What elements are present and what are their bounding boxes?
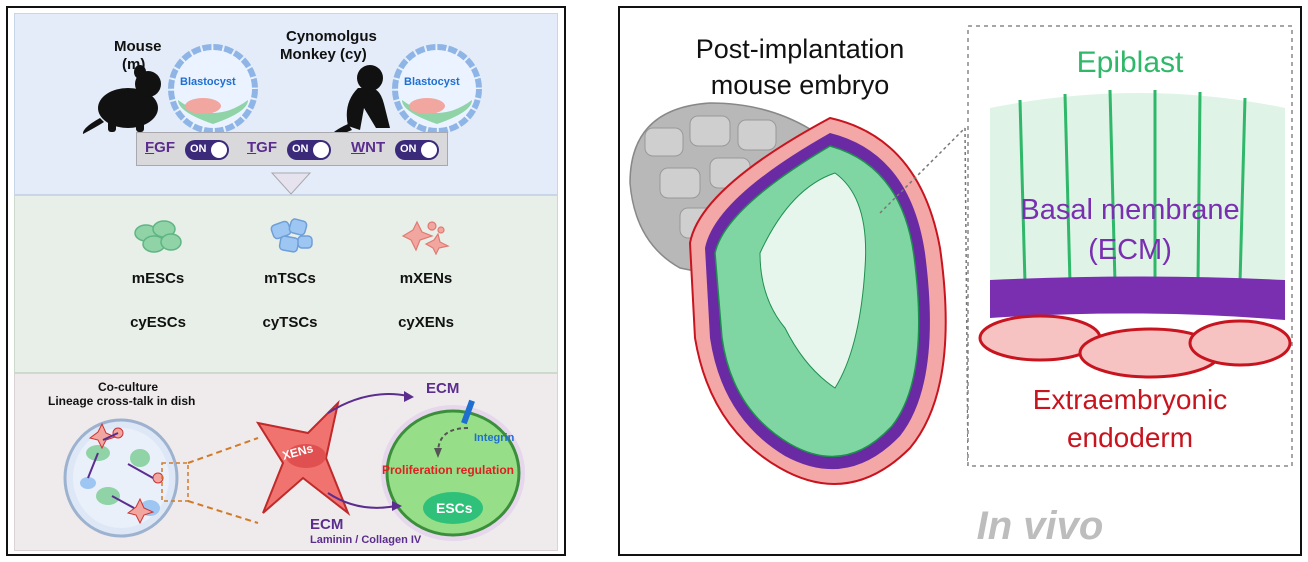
basal-membrane-label: Basal membrane [1020, 194, 1240, 226]
monkey-icon [328, 65, 390, 140]
cy-label-line2: Monkey (cy) [280, 46, 367, 63]
blastocyst-mouse-icon [168, 44, 258, 134]
esc-cluster-icon [134, 220, 182, 253]
ecm-bottom-sub-label: Laminin / Collagen IV [310, 534, 422, 546]
fgf-toggle[interactable]: ON [185, 140, 229, 160]
signaling-switch-bar: FGF ON TGF ON WNT ON [136, 132, 448, 166]
proliferation-label: Proliferation regulation [382, 463, 515, 477]
blastocyst-label-mouse: Blastocyst [180, 76, 236, 88]
mouse-label: Mouse [114, 38, 162, 55]
zoomed-basal-membrane [990, 276, 1285, 320]
mouse-icon [82, 65, 161, 134]
left-panel: Mouse (m) Cynomolgus Monkey (cy) Blastoc… [6, 6, 566, 556]
tgf-label: TGF [247, 139, 278, 156]
cytscs-label: cyTSCs [262, 314, 318, 331]
blastocyst-monkey-icon [392, 44, 482, 134]
down-arrow-icon [270, 172, 312, 195]
coculture-subtitle: Lineage cross-talk in dish [48, 394, 196, 408]
left-panel-graphics [63, 44, 525, 541]
zoomed-epiblast [990, 89, 1285, 288]
ecm-top-label: ECM [426, 380, 460, 397]
integrin-label: Integrin [474, 432, 515, 444]
zoomed-endoderm-cells [978, 314, 1292, 379]
in-vivo-label: In vivo [976, 504, 1104, 548]
ecm-bottom-label: ECM [310, 516, 344, 533]
endoderm-label: endoderm [1066, 422, 1194, 453]
mtscs-label: mTSCs [264, 270, 316, 287]
xen-cluster-icon [401, 220, 450, 256]
extraembryonic-label: Extraembryonic [1032, 384, 1228, 415]
ecm-label: (ECM) [1088, 234, 1172, 266]
mouse-abbr-label: (m) [122, 56, 146, 73]
cyxens-label: cyXENs [398, 314, 454, 331]
wnt-toggle[interactable]: ON [395, 140, 439, 160]
embryo-title-line2: mouse embryo [710, 70, 890, 100]
right-panel: Post-implantation mouse embryo Epiblast … [618, 6, 1302, 556]
epiblast-label: Epiblast [1076, 46, 1184, 79]
mescs-label: mESCs [131, 270, 185, 287]
proamniotic-cavity [759, 172, 867, 389]
esc-cell [381, 399, 525, 541]
embryo-title-line1: Post-implantation [695, 34, 905, 64]
mxens-label: mXENs [399, 270, 453, 287]
blastocyst-label-cy: Blastocyst [404, 76, 460, 88]
cy-label-line1: Cynomolgus [286, 28, 377, 45]
cyescs-label: cyESCs [130, 314, 186, 331]
esc-cell-label: ESCs [436, 500, 473, 516]
tsc-cluster-icon [270, 218, 313, 253]
fgf-label: FGF [145, 139, 176, 156]
wnt-label: WNT [351, 139, 386, 156]
embryo-graphics [629, 25, 1293, 485]
tgf-toggle[interactable]: ON [287, 140, 331, 160]
coculture-title: Co-culture [98, 380, 158, 394]
petri-dish [63, 418, 259, 538]
